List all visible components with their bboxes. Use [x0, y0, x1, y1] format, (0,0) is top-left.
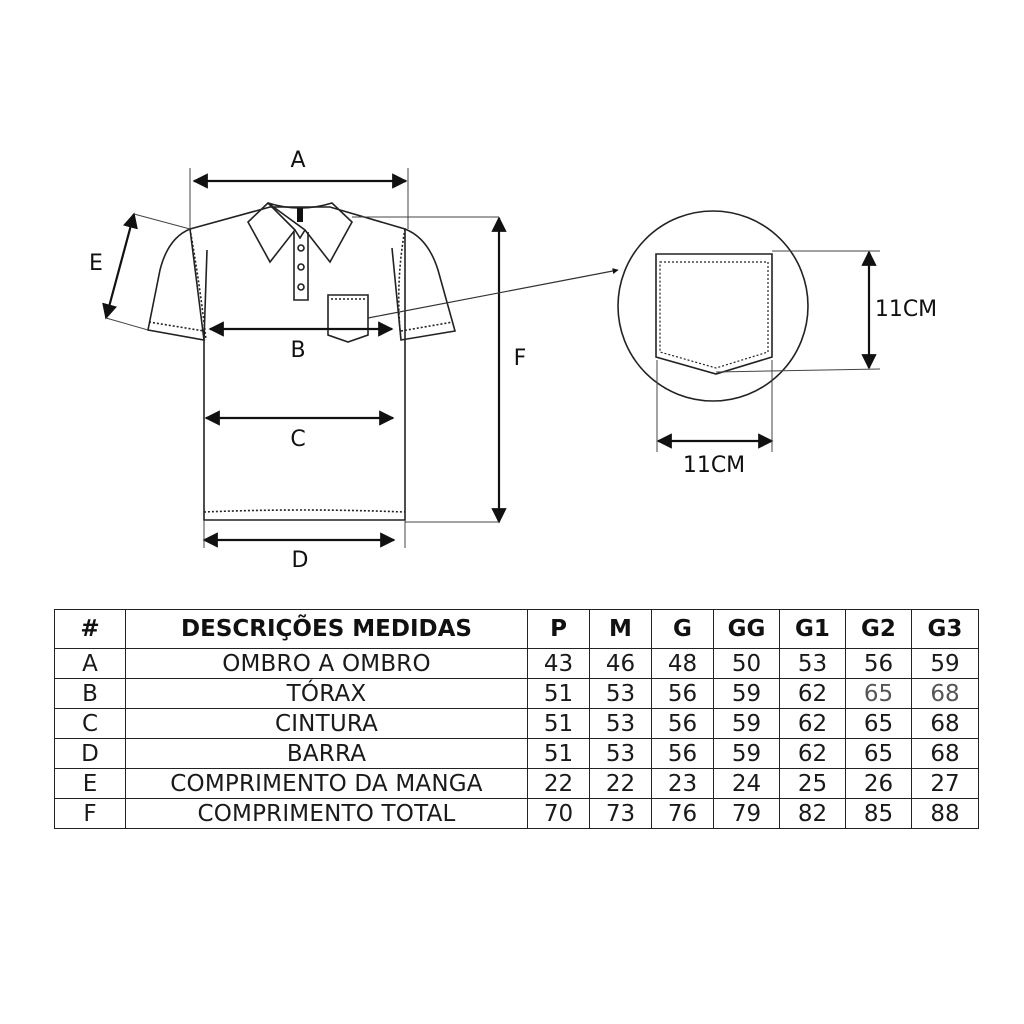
cell-value: 59 — [713, 708, 780, 739]
label-c: C — [290, 427, 305, 452]
cell-value: 59 — [713, 678, 780, 709]
cell-value: 22 — [527, 768, 590, 799]
cell-value: 62 — [779, 678, 846, 709]
table-row: F COMPRIMENTO TOTAL 70 73 76 79 82 85 88 — [54, 798, 979, 829]
cell-value: 27 — [911, 768, 979, 799]
header-size-p: P — [527, 609, 590, 649]
pocket-detail-circle — [617, 210, 809, 402]
cell-value: 59 — [911, 648, 979, 679]
pocket-dimension-lines — [656, 250, 877, 449]
header-code: # — [54, 609, 126, 649]
header-size-g1: G1 — [779, 609, 846, 649]
cell-value: 68 — [911, 678, 979, 709]
table-header-row: # DESCRIÇÕES MEDIDAS P M G GG G1 G2 G3 — [54, 609, 979, 649]
pocket-detail-outline — [655, 253, 773, 375]
pocket-callout-line — [367, 268, 619, 319]
cell-value: 59 — [713, 738, 780, 769]
dimension-e-line — [102, 212, 138, 320]
cell-value: 68 — [911, 708, 979, 739]
cell-value: 79 — [713, 798, 780, 829]
header-size-g3: G3 — [911, 609, 979, 649]
header-size-m: M — [589, 609, 652, 649]
cell-value: 26 — [845, 768, 912, 799]
row-description: OMBRO A OMBRO — [125, 648, 528, 679]
row-code: A — [54, 648, 126, 679]
header-size-g2: G2 — [845, 609, 912, 649]
pocket-extension-lines — [656, 250, 881, 452]
cell-value: 51 — [527, 678, 590, 709]
table-row: A OMBRO A OMBRO 43 46 48 50 53 56 59 — [54, 648, 979, 679]
cell-value: 23 — [651, 768, 714, 799]
cell-value: 51 — [527, 738, 590, 769]
row-code: C — [54, 708, 126, 739]
row-description: TÓRAX — [125, 678, 528, 709]
cell-value: 46 — [589, 648, 652, 679]
cell-value: 88 — [911, 798, 979, 829]
cell-value: 65 — [845, 678, 912, 709]
cell-value: 62 — [779, 708, 846, 739]
header-description: DESCRIÇÕES MEDIDAS — [125, 609, 528, 649]
cell-value: 22 — [589, 768, 652, 799]
cell-value: 56 — [651, 678, 714, 709]
cell-value: 43 — [527, 648, 590, 679]
cell-value: 53 — [589, 678, 652, 709]
row-code: F — [54, 798, 126, 829]
cell-value: 76 — [651, 798, 714, 829]
cell-value: 24 — [713, 768, 780, 799]
row-code: D — [54, 738, 126, 769]
label-f: F — [514, 346, 527, 371]
cell-value: 65 — [845, 708, 912, 739]
cell-value: 50 — [713, 648, 780, 679]
cell-value: 68 — [911, 738, 979, 769]
cell-value: 73 — [589, 798, 652, 829]
pocket-width-label: 11CM — [683, 453, 745, 478]
cell-value: 53 — [779, 648, 846, 679]
row-code: B — [54, 678, 126, 709]
row-description: CINTURA — [125, 708, 528, 739]
row-description: COMPRIMENTO TOTAL — [125, 798, 528, 829]
size-measurement-table: # DESCRIÇÕES MEDIDAS P M G GG G1 G2 G3 A… — [54, 609, 979, 829]
label-a: A — [290, 148, 305, 173]
cell-value: 65 — [845, 738, 912, 769]
cell-value: 85 — [845, 798, 912, 829]
cell-value: 56 — [651, 708, 714, 739]
extension-lines — [105, 168, 499, 548]
header-size-g: G — [651, 609, 714, 649]
cell-value: 53 — [589, 738, 652, 769]
cell-value: 70 — [527, 798, 590, 829]
cell-value: 25 — [779, 768, 846, 799]
header-size-gg: GG — [713, 609, 780, 649]
row-description: BARRA — [125, 738, 528, 769]
cell-value: 56 — [845, 648, 912, 679]
row-description: COMPRIMENTO DA MANGA — [125, 768, 528, 799]
cell-value: 62 — [779, 738, 846, 769]
shirt-measurement-diagram: A B C D E F 11CM 11CM — [89, 148, 937, 573]
cell-value: 53 — [589, 708, 652, 739]
table-row: B TÓRAX 51 53 56 59 62 65 68 — [54, 678, 979, 709]
cell-value: 56 — [651, 738, 714, 769]
label-b: B — [290, 338, 305, 363]
dimension-lines — [102, 173, 507, 548]
table-row: C CINTURA 51 53 56 59 62 65 68 — [54, 708, 979, 739]
cell-value: 82 — [779, 798, 846, 829]
pocket-height-label: 11CM — [875, 297, 937, 322]
collar-tag — [297, 208, 303, 222]
label-d: D — [292, 548, 309, 573]
table-row: D BARRA 51 53 56 59 62 65 68 — [54, 738, 979, 769]
row-code: E — [54, 768, 126, 799]
cell-value: 51 — [527, 708, 590, 739]
table-row: E COMPRIMENTO DA MANGA 22 22 23 24 25 26… — [54, 768, 979, 799]
label-e: E — [89, 251, 103, 276]
cell-value: 48 — [651, 648, 714, 679]
